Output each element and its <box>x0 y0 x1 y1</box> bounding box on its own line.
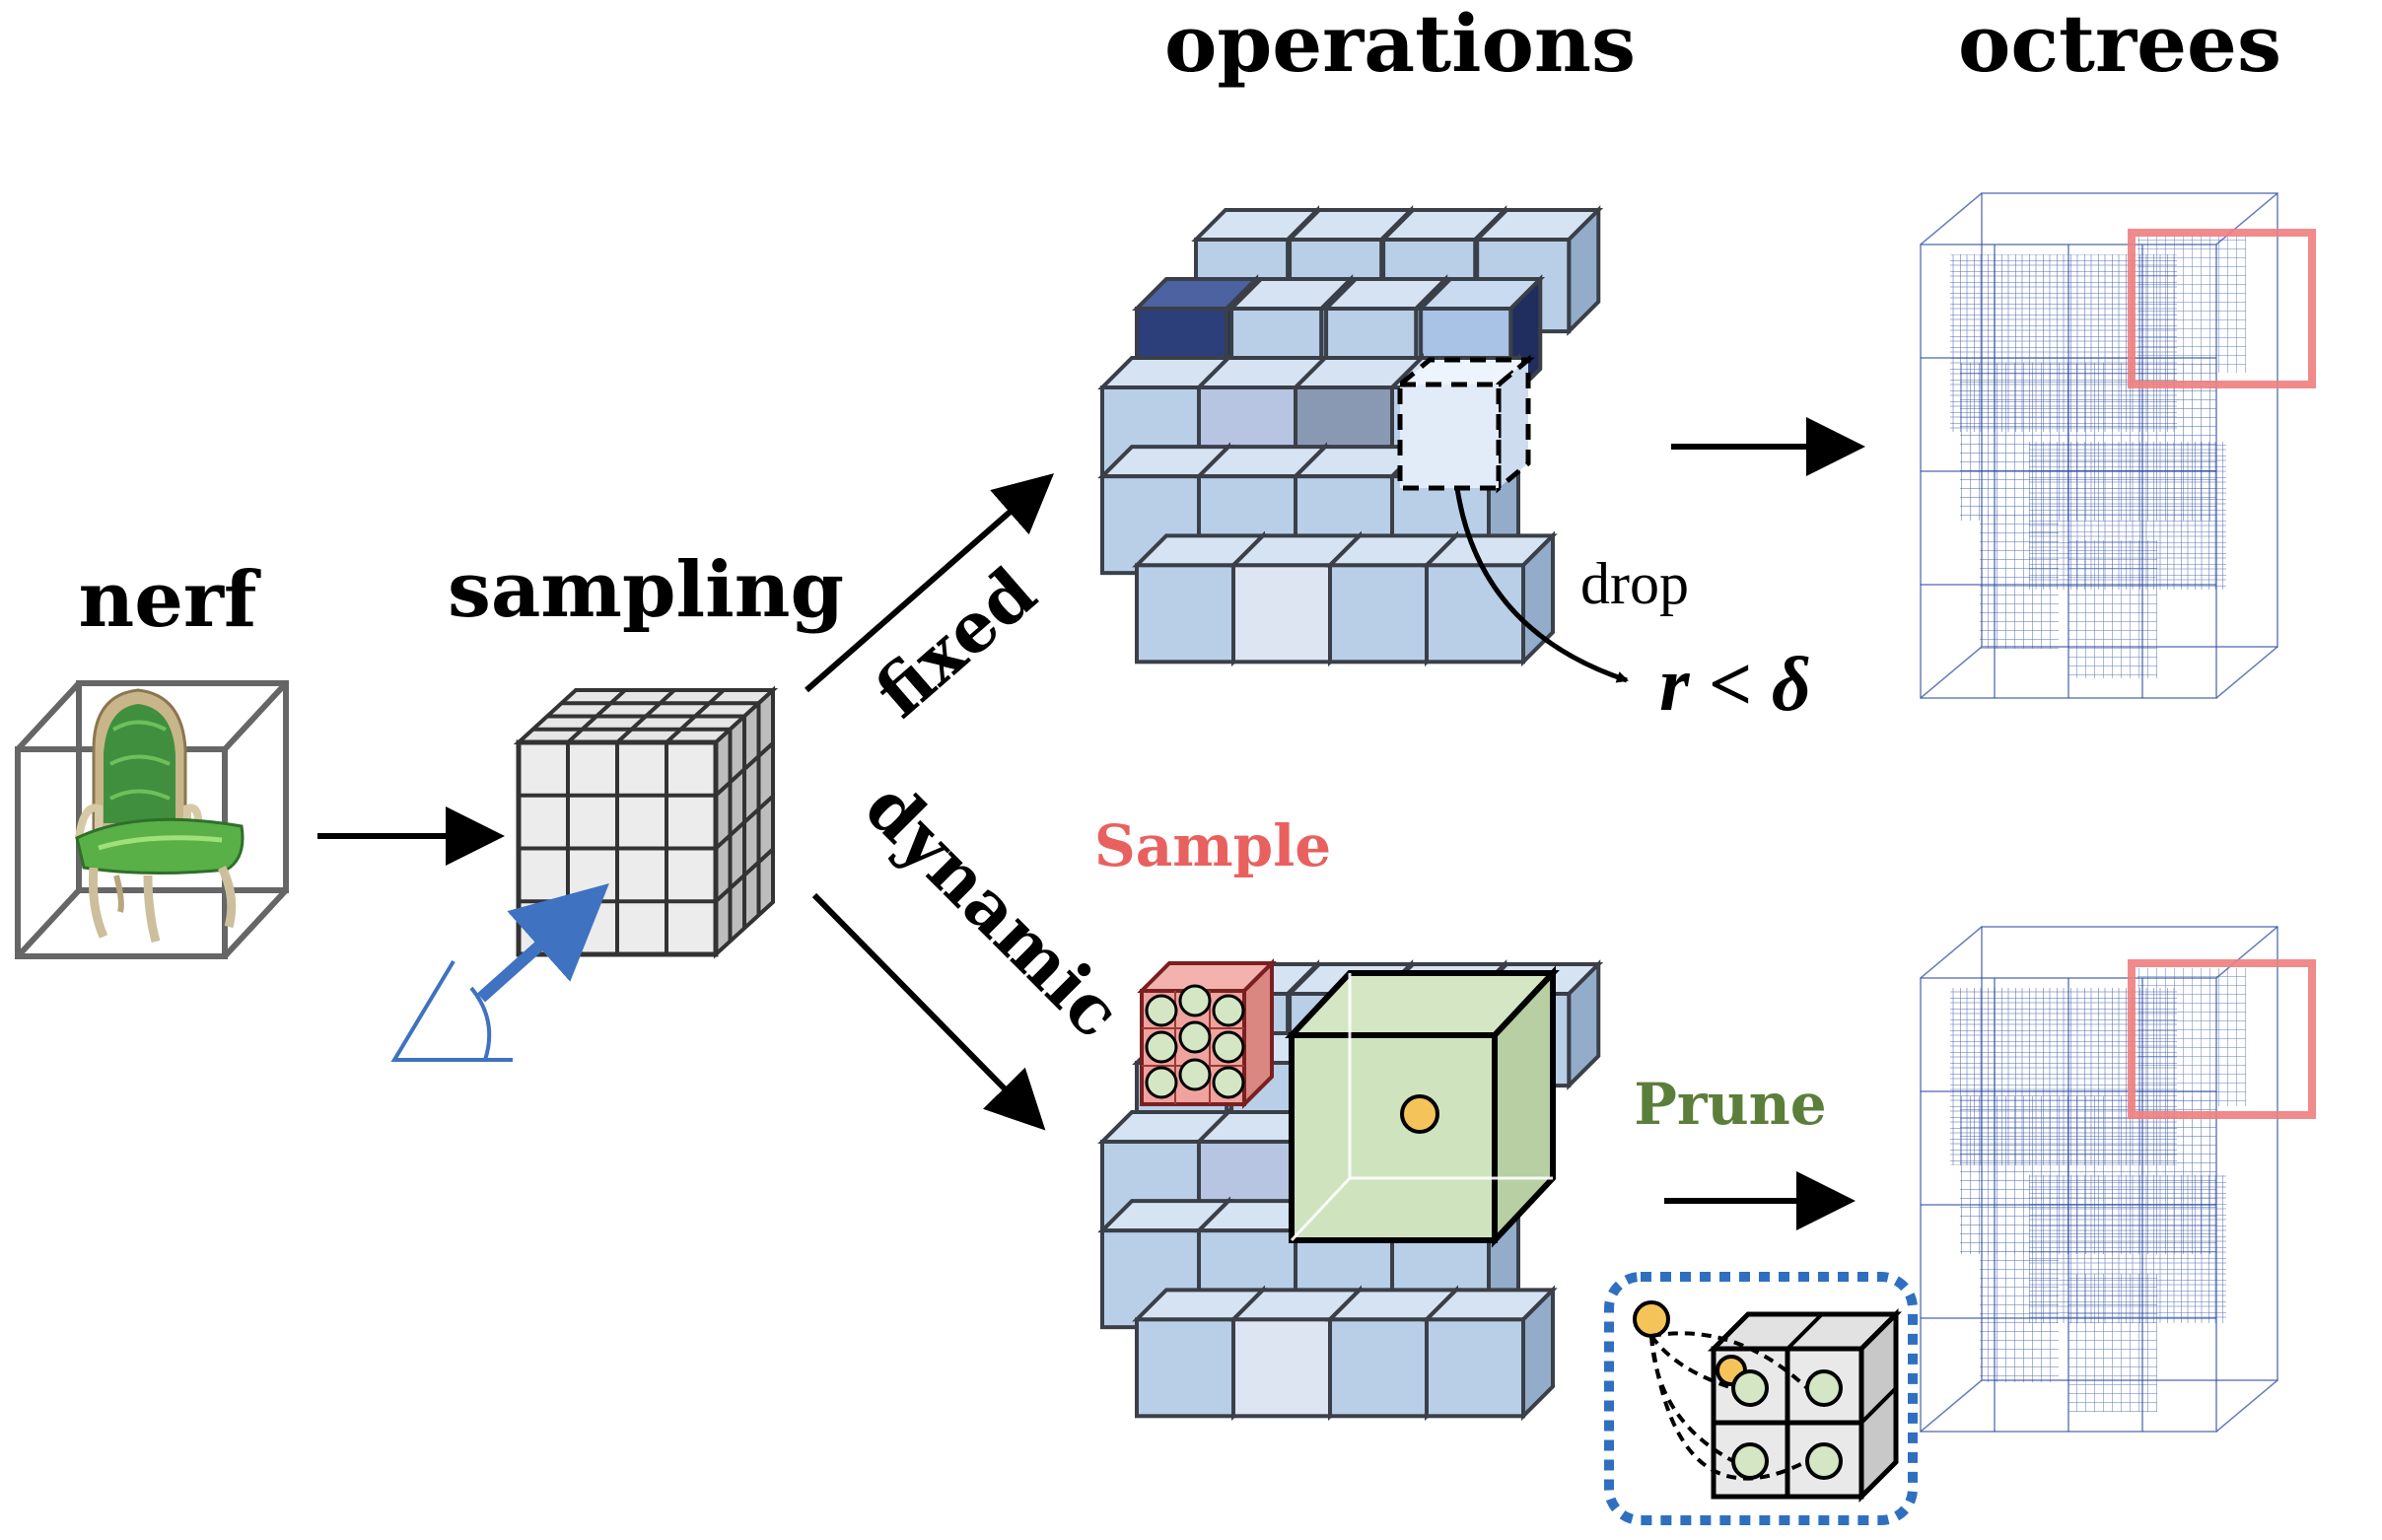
sampling-label: sampling <box>448 545 844 635</box>
sample-label: Sample <box>1094 812 1331 879</box>
chair-image <box>75 688 245 944</box>
view-direction-arrow <box>477 883 609 1003</box>
operations-label: operations <box>1164 0 1636 90</box>
condition-label: r < δ <box>1659 641 1811 727</box>
octree-fixed <box>1920 192 2278 699</box>
eye-icon <box>390 959 513 1062</box>
prune-label: Prune <box>1634 1071 1826 1138</box>
drop-label: drop <box>1580 551 1689 616</box>
sample-points <box>1145 984 1245 1099</box>
arrow-fixed <box>805 473 1055 693</box>
merged-green-cell <box>1285 965 1560 1248</box>
prune-detail-box <box>1604 1272 1918 1525</box>
drop-arrow <box>1454 487 1629 683</box>
fixed-label: fixed <box>859 551 1051 734</box>
octree-dynamic <box>1920 926 2278 1433</box>
nerf-label: nerf <box>79 555 261 645</box>
arrow-dynamic <box>811 892 1046 1131</box>
octrees-label: octrees <box>1958 0 2281 90</box>
prune-cube <box>1633 1300 1903 1504</box>
dynamic-label: dynamic <box>850 766 1137 1053</box>
dropped-cell <box>1393 354 1535 494</box>
centroid-point <box>1400 1094 1439 1134</box>
octree-dynamic-highlight <box>2128 959 2316 1119</box>
octree-fixed-highlight <box>2128 229 2316 388</box>
